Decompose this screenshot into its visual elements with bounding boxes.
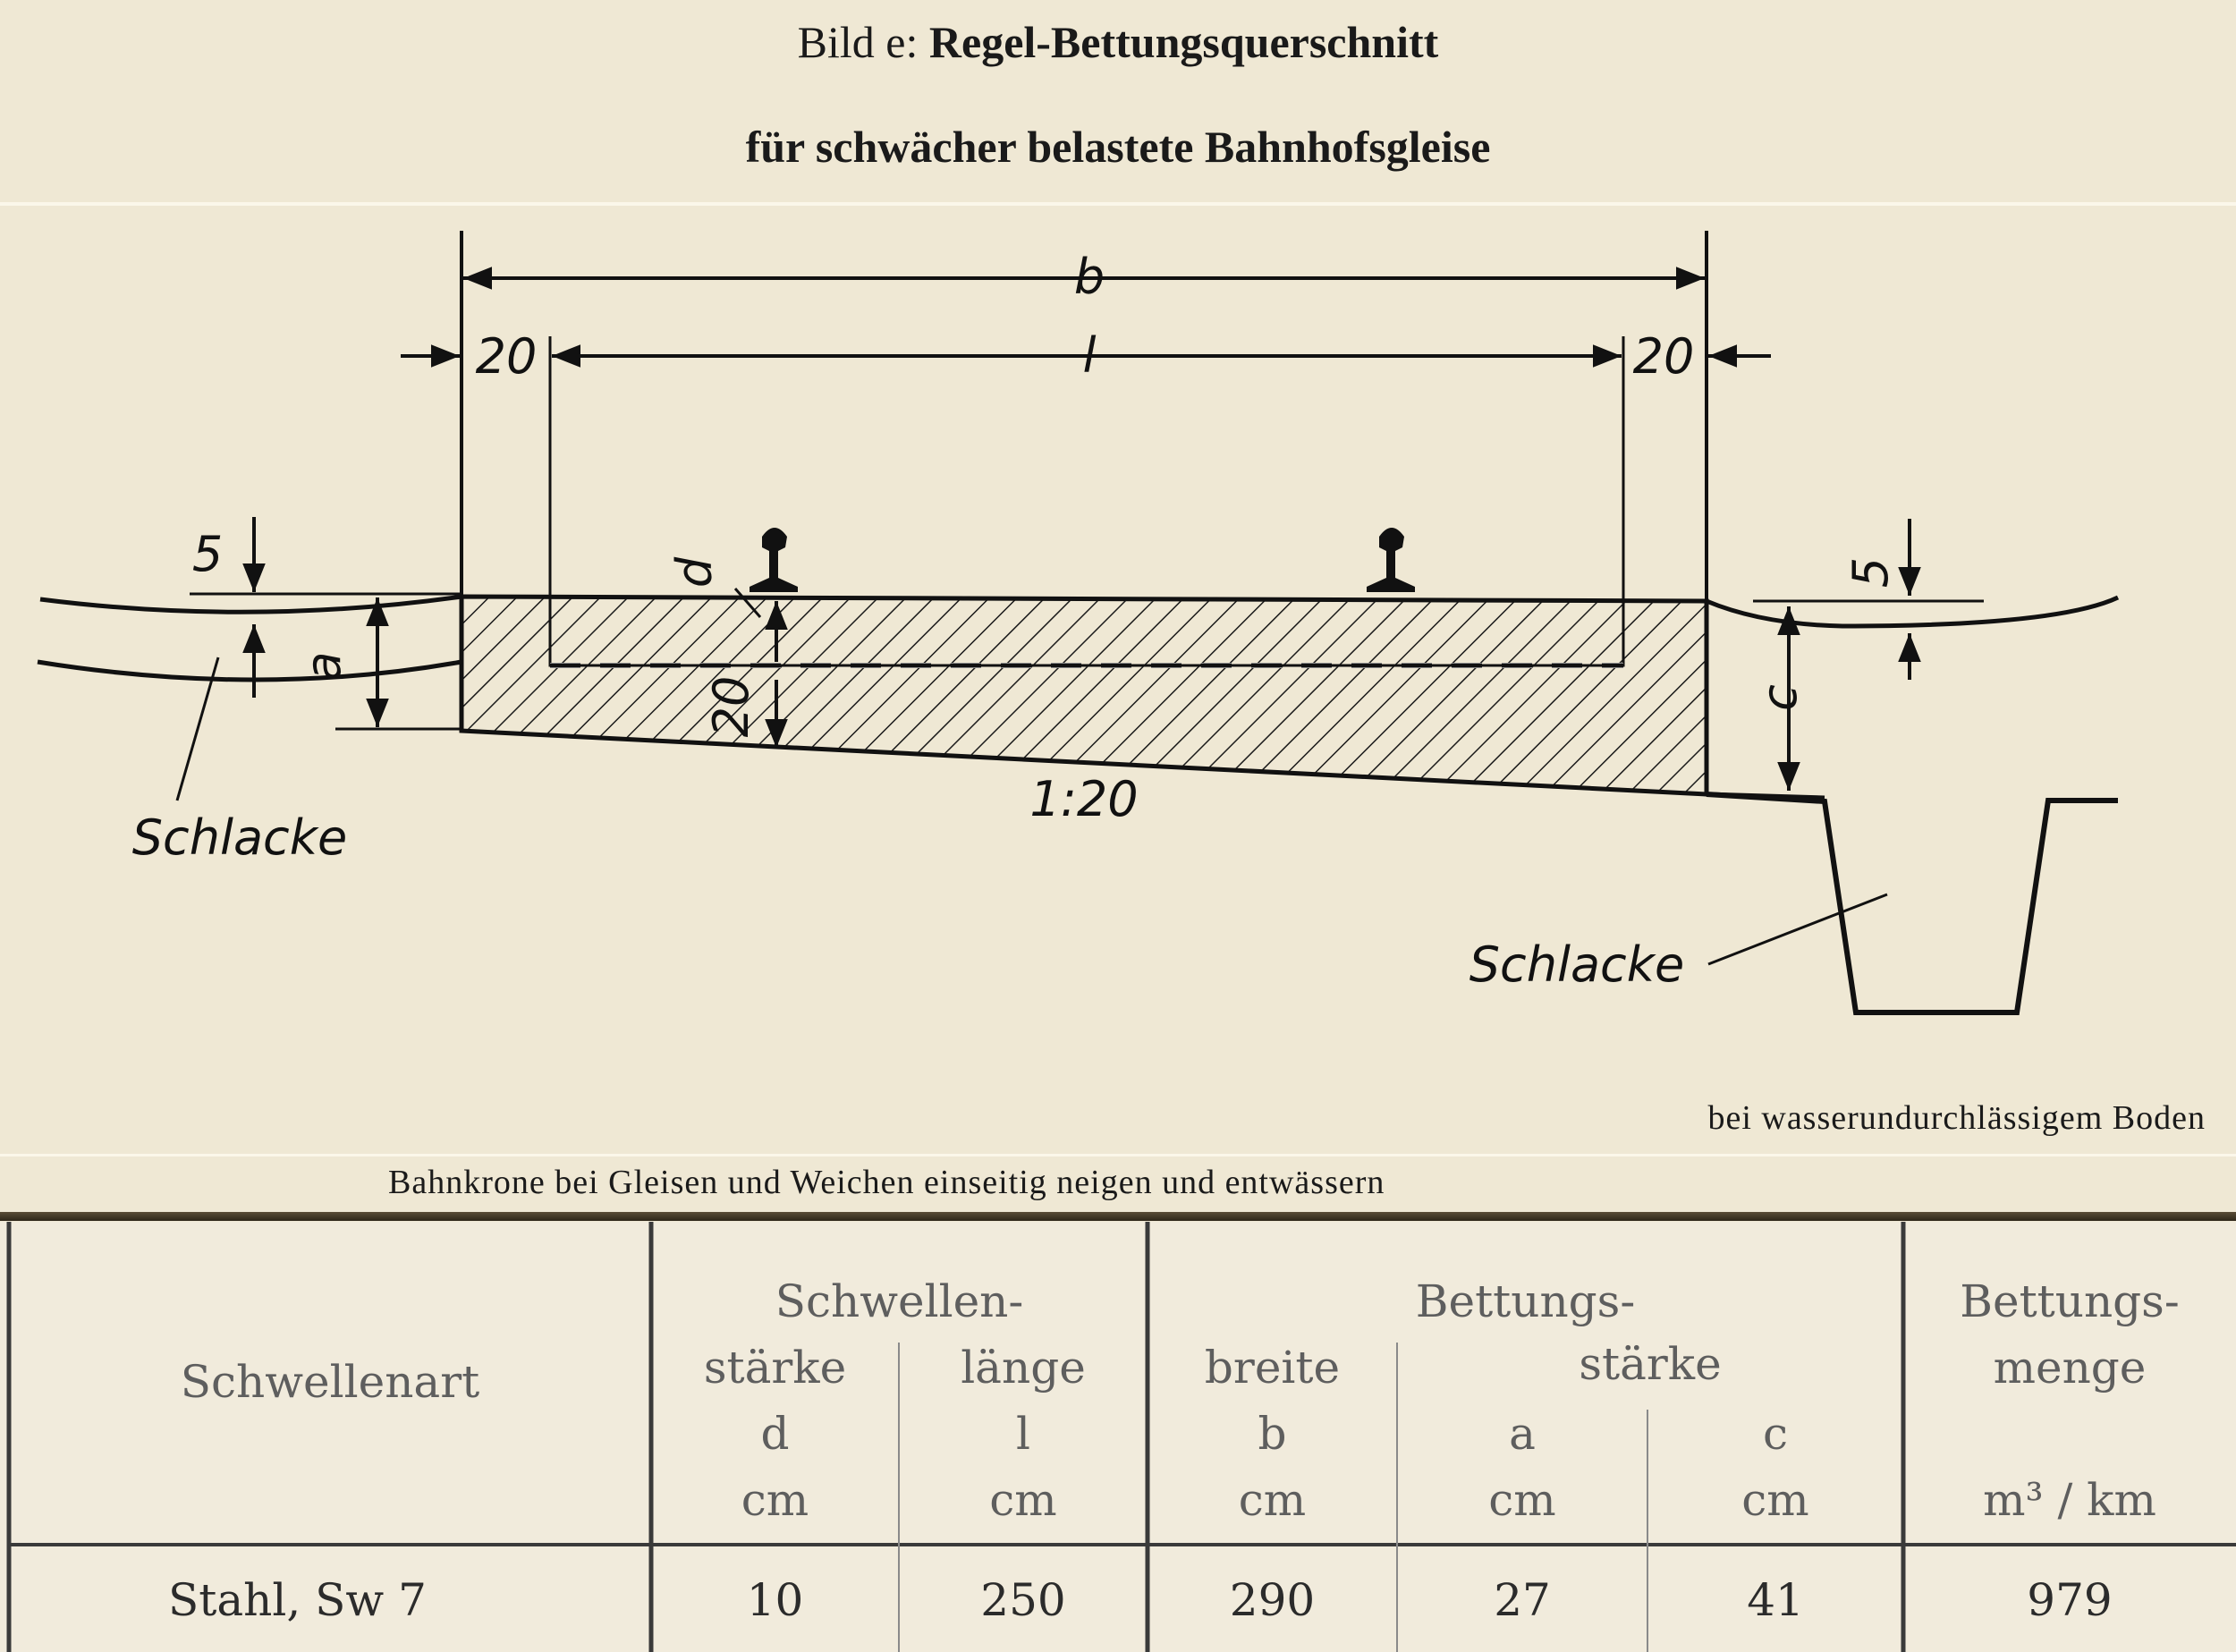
diagram-lines [37,231,2120,1015]
divider [0,202,2236,206]
row-l: 250 [980,1574,1066,1626]
label-l: l [1082,327,1096,384]
unit-c: cm [1741,1474,1809,1526]
symbol-b: b [1258,1408,1287,1460]
row-type: Stahl, Sw 7 [168,1574,427,1626]
diagram-labels: b l 20 20 5 5 a c d 20 1:20 Schlacke Sch… [132,249,1899,993]
caption-line-1: Bild e: Regel-Bettungsquerschnitt [0,16,2236,68]
label-schlacke-left: Schlacke [132,809,347,866]
label-b: b [1074,249,1105,305]
symbol-d: d [760,1408,790,1460]
cross-section-diagram: b l 20 20 5 5 a c d 20 1:20 Schlacke Sch… [37,231,2120,1015]
note-drainage: Bahnkrone bei Gleisen und Weichen einsei… [388,1164,1385,1201]
label-d: d [666,556,723,588]
row-c: 41 [1747,1574,1804,1626]
unit-l: cm [989,1474,1057,1526]
symbol-l: l [1016,1408,1030,1460]
label-c: c [1751,684,1808,711]
row-a: 27 [1494,1574,1551,1626]
unit-b: cm [1238,1474,1307,1526]
row-menge: 979 [2027,1574,2113,1626]
divider [0,1154,2236,1156]
data-table: Schwellenart Schwellen- Bettungs- Bettun… [0,1222,2236,1652]
header-menge-2: menge [1993,1342,2147,1394]
header-group-bettung: Bettungs- [1415,1275,1636,1327]
header-laenge: länge [961,1342,1086,1394]
header-bettung-staerke: stärke [1579,1338,1722,1390]
symbol-c: c [1762,1408,1788,1460]
figure-prefix: Bild e: [797,17,919,67]
label-20-right: 20 [1633,328,1695,385]
header-staerke: stärke [703,1342,847,1394]
unit-a: cm [1488,1474,1556,1526]
label-5-left: 5 [192,526,223,582]
drainage-ditch [1706,792,2118,1015]
header-breite: breite [1204,1342,1341,1394]
table-grid [6,1222,2236,1652]
label-slope: 1:20 [1029,771,1138,827]
unit-menge: m³ / km [1983,1474,2156,1526]
symbol-a: a [1509,1408,1536,1460]
label-a: a [295,651,351,681]
table-top-border [0,1212,2236,1221]
rail-right [1367,528,1415,592]
row-d: 10 [746,1574,804,1626]
label-5-right: 5 [1842,557,1899,588]
row-b: 290 [1229,1574,1316,1626]
ballast-body [459,594,1709,797]
note-impermeable-soil: bei wasserundurchlässigem Boden [1707,1099,2206,1137]
unit-d: cm [741,1474,809,1526]
label-20-left: 20 [476,328,538,385]
figure-subtitle: für schwächer belastete Bahnhofsgleise [745,122,1491,172]
rail-left [750,528,798,592]
label-20-depth: 20 [703,676,759,738]
figure-title: Regel-Bettungsquerschnitt [928,17,1439,67]
header-schwellenart: Schwellenart [180,1356,480,1408]
label-schlacke-right: Schlacke [1469,936,1684,993]
header-menge-1: Bettungs- [1960,1275,2180,1327]
header-group-schwellen: Schwellen- [775,1275,1024,1327]
